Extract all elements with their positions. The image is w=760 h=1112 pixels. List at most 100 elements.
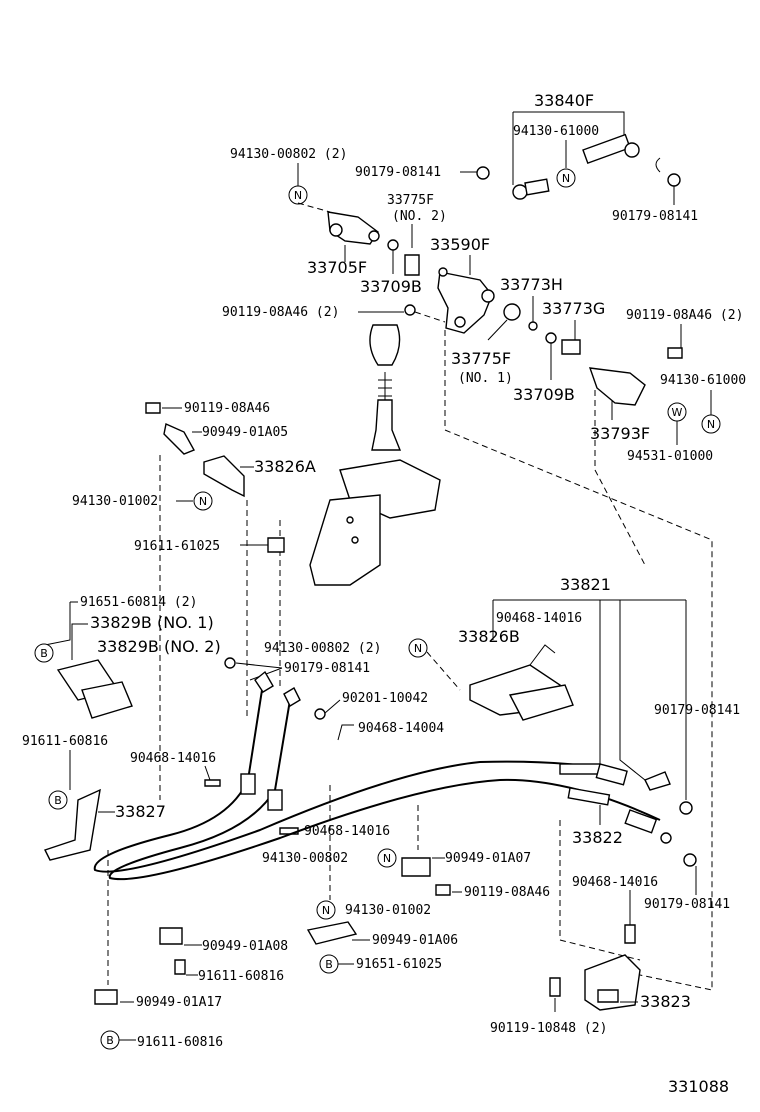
label-94130-01002-b: 94130-01002 (345, 903, 431, 918)
clamp-90949-01A06 (306, 921, 358, 945)
marker-N (193, 491, 213, 511)
label-94531-01000: 94531-01000 (627, 449, 713, 464)
ball-joint-right (582, 133, 640, 165)
label-94130-01002-a: 94130-01002 (72, 494, 158, 509)
label-33775F-no2: 33775F (387, 193, 434, 208)
marker-N (377, 848, 397, 868)
clamp-90949-01A08 (159, 927, 183, 945)
label-no2: (NO. 2) (392, 209, 447, 224)
label-90468-14016-b: 90468-14016 (130, 751, 216, 766)
marker-N-text: N (322, 904, 330, 917)
collar (387, 239, 399, 251)
bracket-33840F (512, 111, 625, 185)
shift-cable-lower (108, 699, 661, 881)
marker-N (316, 900, 336, 920)
label-90119-08A46-c: 90119-08A46 (464, 885, 550, 900)
marker-N-text: N (199, 495, 207, 508)
marker-B (34, 643, 54, 663)
washer (660, 832, 672, 844)
shift-cable-upper (93, 689, 616, 873)
clamp-90949-01A07 (401, 857, 431, 877)
marker-B-text: B (54, 794, 62, 807)
dashed-routing (329, 785, 419, 900)
marker-W-text: W (672, 406, 683, 419)
shift-lever-base (309, 494, 381, 586)
figure-number: 331088 (668, 1077, 729, 1096)
marker-N (288, 185, 308, 205)
cable-end (595, 763, 628, 786)
label-33822: 33822 (572, 828, 623, 847)
label-90949-01A06: 90949-01A06 (372, 933, 458, 948)
label-33826B: 33826B (458, 627, 520, 646)
bolt (174, 959, 186, 975)
marker-B-text: B (40, 647, 48, 660)
dashed-routing (559, 820, 641, 961)
bracket-33793F (588, 367, 646, 406)
washer (528, 321, 538, 331)
clip (644, 771, 671, 791)
bracket-33829B-no2 (81, 681, 133, 719)
bolt (404, 304, 416, 316)
cable-end-block (508, 684, 574, 721)
bracket-33821 (492, 599, 687, 800)
label-94130-00802: 94130-00802 (262, 851, 348, 866)
pin-33773G (561, 339, 581, 355)
label-90949-01A08: 90949-01A08 (202, 939, 288, 954)
bushing (503, 303, 521, 321)
label-90468-14016-c: 90468-14016 (304, 824, 390, 839)
label-33709B-a: 33709B (360, 277, 422, 296)
label-90119-08A46-2-b: 90119-08A46 (2) (626, 308, 743, 323)
label-90949-01A07: 90949-01A07 (445, 851, 531, 866)
cable-end-upper (254, 670, 274, 693)
label-94130-61000-right: 94130-61000 (660, 373, 746, 388)
label-94130-61000-top: 94130-61000 (513, 124, 599, 139)
cable-grommet (240, 773, 256, 795)
clip (624, 924, 636, 944)
cable-end (624, 809, 658, 834)
dashed-routing (594, 390, 646, 566)
bolt (435, 884, 451, 896)
washer (314, 708, 326, 720)
bolt (667, 347, 683, 359)
shift-lever-shaft (371, 399, 402, 451)
dashed-routing (444, 330, 713, 991)
label-90468-14016-d: 90468-14016 (572, 875, 658, 890)
marker-N-text: N (294, 189, 302, 202)
label-90949-01A17: 90949-01A17 (136, 995, 222, 1010)
clip (529, 644, 556, 666)
label-90119-10848-2: 90119-10848 (2) (490, 1021, 607, 1036)
label-33829B-no2: 33829B (NO. 2) (97, 637, 221, 656)
marker-N-text: N (383, 852, 391, 865)
ball-joint-left (512, 178, 550, 200)
marker-N-text: N (414, 642, 422, 655)
label-90179-08141-d: 90179-08141 (654, 703, 740, 718)
marker-B-text: B (106, 1034, 114, 1047)
collar (545, 332, 557, 344)
label-33827: 33827 (115, 802, 166, 821)
label-90119-08A46: 90119-08A46 (184, 401, 270, 416)
nut (667, 173, 681, 187)
label-33840F: 33840F (534, 91, 594, 110)
label-33773H: 33773H (500, 275, 563, 294)
label-33775F-no1: 33775F (451, 349, 511, 368)
marker-N (556, 168, 576, 188)
label-33793F: 33793F (590, 424, 650, 443)
dashed-routing (159, 455, 281, 800)
bushing-33775F-no2 (404, 254, 420, 276)
label-90179-08141-e: 90179-08141 (644, 897, 730, 912)
marker-N (408, 638, 428, 658)
marker-B (48, 790, 68, 810)
cable-grommet (267, 789, 283, 811)
bolt (145, 402, 161, 414)
label-33826A: 33826A (254, 457, 316, 476)
label-91611-61025: 91611-61025 (134, 539, 220, 554)
marker-B-text: B (325, 958, 333, 971)
lever-33590F (437, 271, 493, 334)
clamp-90949-01A17 (94, 989, 118, 1005)
label-90468-14016-a: 90468-14016 (496, 611, 582, 626)
label-91611-60816-c: 91611-60816 (137, 1035, 223, 1050)
clamp-90949-01A05 (163, 423, 195, 455)
bolt (267, 537, 285, 553)
